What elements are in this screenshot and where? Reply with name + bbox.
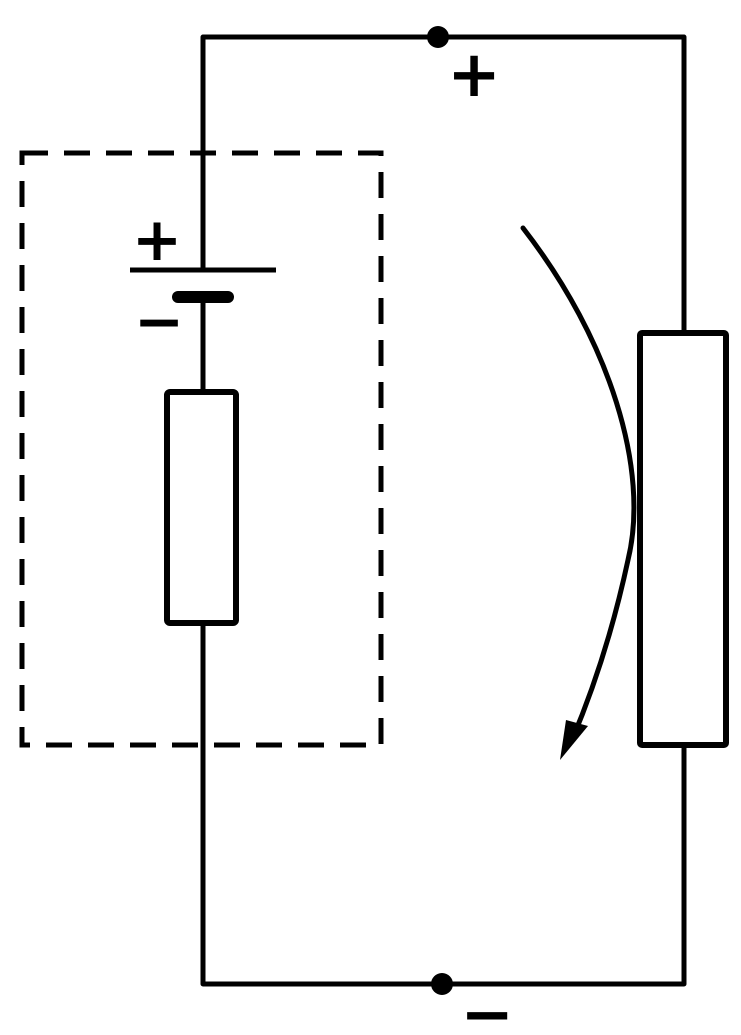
source-boundary-dashed [19,150,384,748]
battery-symbol [130,267,276,303]
top-node-plus-sign: + [447,38,501,112]
top-terminal-node [427,26,449,48]
battery-minus-sign: − [134,287,184,357]
internal-resistor [164,389,239,626]
curved-arrow-shaft [520,225,637,743]
bottom-node-minus-sign: − [460,978,514,1035]
curved-arrow [520,225,637,760]
circuit-wires [200,34,687,987]
arrow-head-icon [560,720,588,760]
bottom-terminal-node [431,973,453,995]
load-resistor [637,330,729,748]
battery-plus-sign: + [132,205,182,275]
wire-top [200,34,687,336]
wire-bottom [200,620,687,987]
